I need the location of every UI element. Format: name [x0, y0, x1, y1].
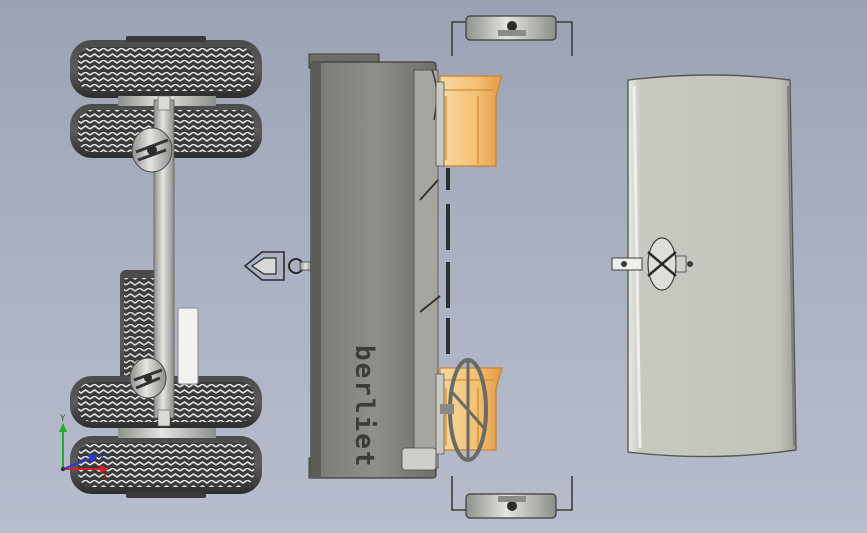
- z-axis-arrow: [62, 457, 93, 470]
- tow-hook[interactable]: [243, 251, 313, 281]
- cab-body[interactable]: berliet: [308, 53, 441, 479]
- rear-differential[interactable]: [129, 357, 167, 399]
- y-axis-label: Y: [60, 414, 66, 424]
- fender-top[interactable]: [451, 15, 573, 56]
- floor-rails: [446, 168, 450, 354]
- steering-wheel[interactable]: [440, 358, 488, 462]
- chassis-axle-assembly[interactable]: [70, 36, 262, 498]
- fender-bottom[interactable]: [451, 476, 573, 519]
- z-axis-label: Z: [100, 452, 107, 462]
- brand-logo-text: berliet: [349, 345, 379, 469]
- axis-triad: [59, 423, 109, 473]
- seat-front[interactable]: [435, 75, 503, 167]
- radiator-cap[interactable]: [611, 237, 693, 291]
- tire-front-left-outer[interactable]: [70, 36, 262, 98]
- front-differential[interactable]: [131, 127, 173, 173]
- tire-rear-inner[interactable]: [70, 436, 262, 498]
- rear-axle-hub: [118, 428, 216, 438]
- fuel-tank[interactable]: [177, 307, 199, 385]
- x-axis-label: X: [102, 472, 109, 482]
